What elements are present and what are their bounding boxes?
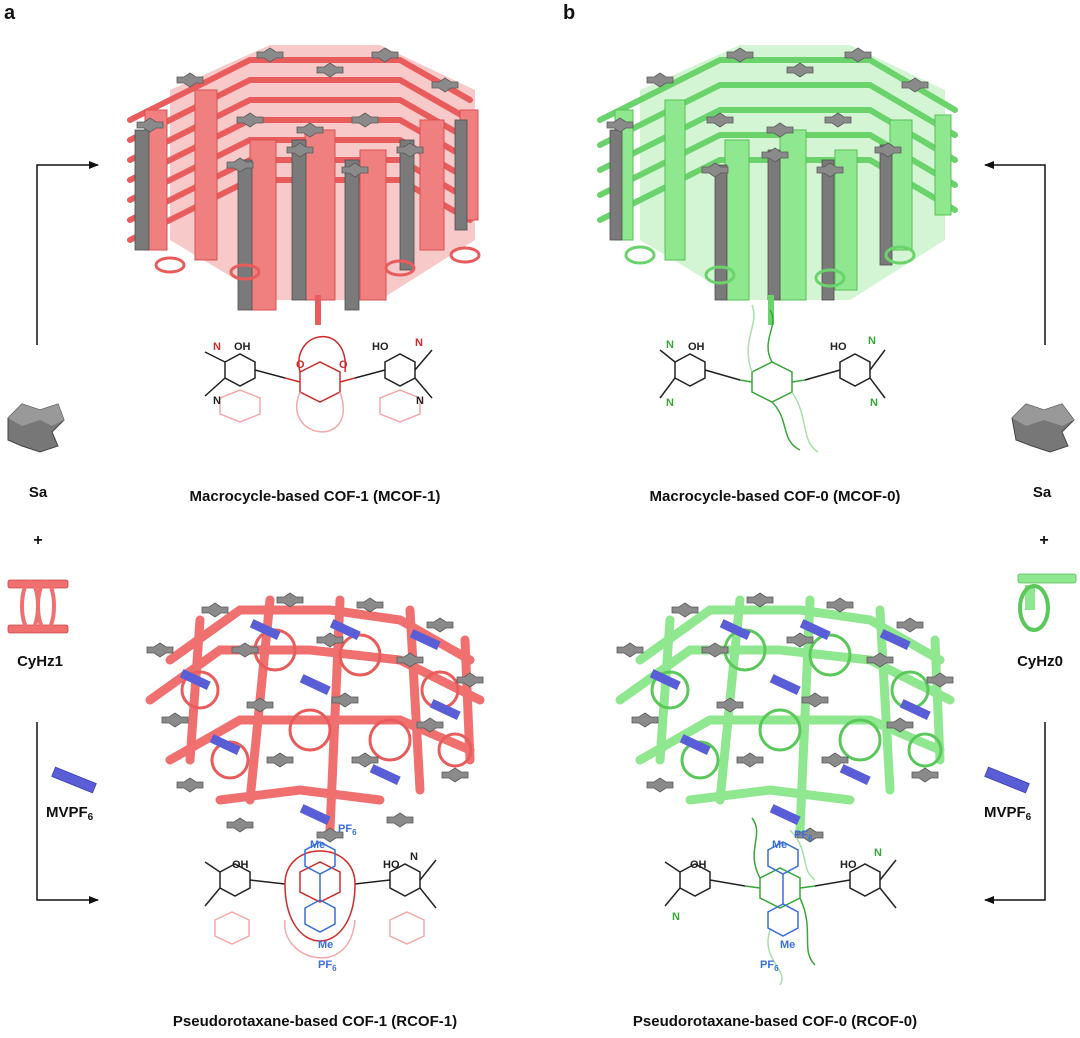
cyhz0-linker-icon [1017, 573, 1077, 632]
label-pf6-b1: PF6 [794, 829, 813, 843]
label-sa-b: Sa [1032, 484, 1052, 501]
mcof0-framework-icon [597, 45, 958, 325]
label-n-b2: N [666, 339, 674, 351]
label-me-b1: Me [772, 839, 787, 851]
label-cyhz0: CyHz0 [1017, 653, 1063, 670]
label-sa-a: Sa [28, 484, 48, 501]
label-mvpf6-a: MVPF6 [46, 804, 94, 823]
rcof0-chemical-structure [664, 817, 897, 986]
label-oh-a-bottom: OH [232, 859, 249, 871]
panel-letter-a: a [4, 2, 16, 24]
mcof1-chemical-structure [204, 335, 433, 433]
sa-node-icon-b [1011, 403, 1075, 453]
caption-mcof0: Macrocycle-based COF-0 (MCOF-0) [649, 488, 901, 505]
sa-node-icon [7, 403, 65, 453]
label-n-b-bottom2: N [672, 911, 680, 923]
mvpf6-rod-icon-b [984, 766, 1030, 794]
plus-a: + [33, 532, 43, 549]
label-me-b2: Me [780, 939, 795, 951]
label-me-a2: Me [318, 939, 333, 951]
arrow-b-top [984, 161, 1046, 345]
caption-rcof0: Pseudorotaxane-based COF-0 (RCOF-0) [632, 1013, 918, 1030]
structure-labels: OH HO N N N N O O OH HO N N N N Me Me PF… [213, 335, 882, 973]
mvpf6-rod-icon [51, 766, 97, 794]
label-ho-a: HO [372, 341, 389, 353]
label-cyhz1: CyHz1 [17, 653, 63, 670]
label-ho-b-bottom: HO [840, 859, 857, 871]
label-ho-a-bottom: HO [383, 859, 400, 871]
label-oh-b-bottom: OH [690, 859, 707, 871]
arrow-a-top [36, 161, 99, 345]
label-oh-b: OH [688, 341, 705, 353]
rcof1-framework-icon [145, 592, 485, 843]
label-pf6-b2: PF6 [760, 959, 779, 973]
label-me-a1: Me [310, 839, 325, 851]
label-mvpf6-b: MVPF6 [984, 804, 1032, 823]
label-n-a1: N [213, 341, 221, 353]
label-n-b-bottom1: N [874, 847, 882, 859]
label-pf6-a2: PF6 [318, 959, 337, 973]
panel-letter-b: b [563, 2, 576, 24]
arrow-a-bottom [36, 722, 99, 904]
mcof0-chemical-structure [659, 304, 886, 453]
label-n-b3: N [666, 397, 674, 409]
label-o-a2: O [339, 359, 348, 371]
plus-b: + [1039, 532, 1049, 549]
label-n-a4: N [416, 395, 424, 407]
cyhz1-linker-icon [7, 579, 69, 634]
label-ho-b: HO [830, 341, 847, 353]
label-pf6-a1: PF6 [338, 823, 357, 837]
label-n-a3: N [213, 395, 221, 407]
arrow-b-bottom [984, 722, 1046, 904]
label-n-a2: N [415, 337, 423, 349]
label-n-b4: N [870, 397, 878, 409]
label-n-b1: N [868, 335, 876, 347]
label-oh-a: OH [234, 341, 251, 353]
mcof1-framework-icon [127, 45, 481, 325]
label-n-a-bottom: N [410, 851, 418, 863]
rcof0-framework-icon [615, 592, 955, 843]
caption-rcof1: Pseudorotaxane-based COF-1 (RCOF-1) [172, 1013, 458, 1030]
label-o-a1: O [296, 359, 305, 371]
rcof1-chemical-structure [204, 841, 437, 959]
caption-mcof1: Macrocycle-based COF-1 (MCOF-1) [189, 488, 441, 505]
